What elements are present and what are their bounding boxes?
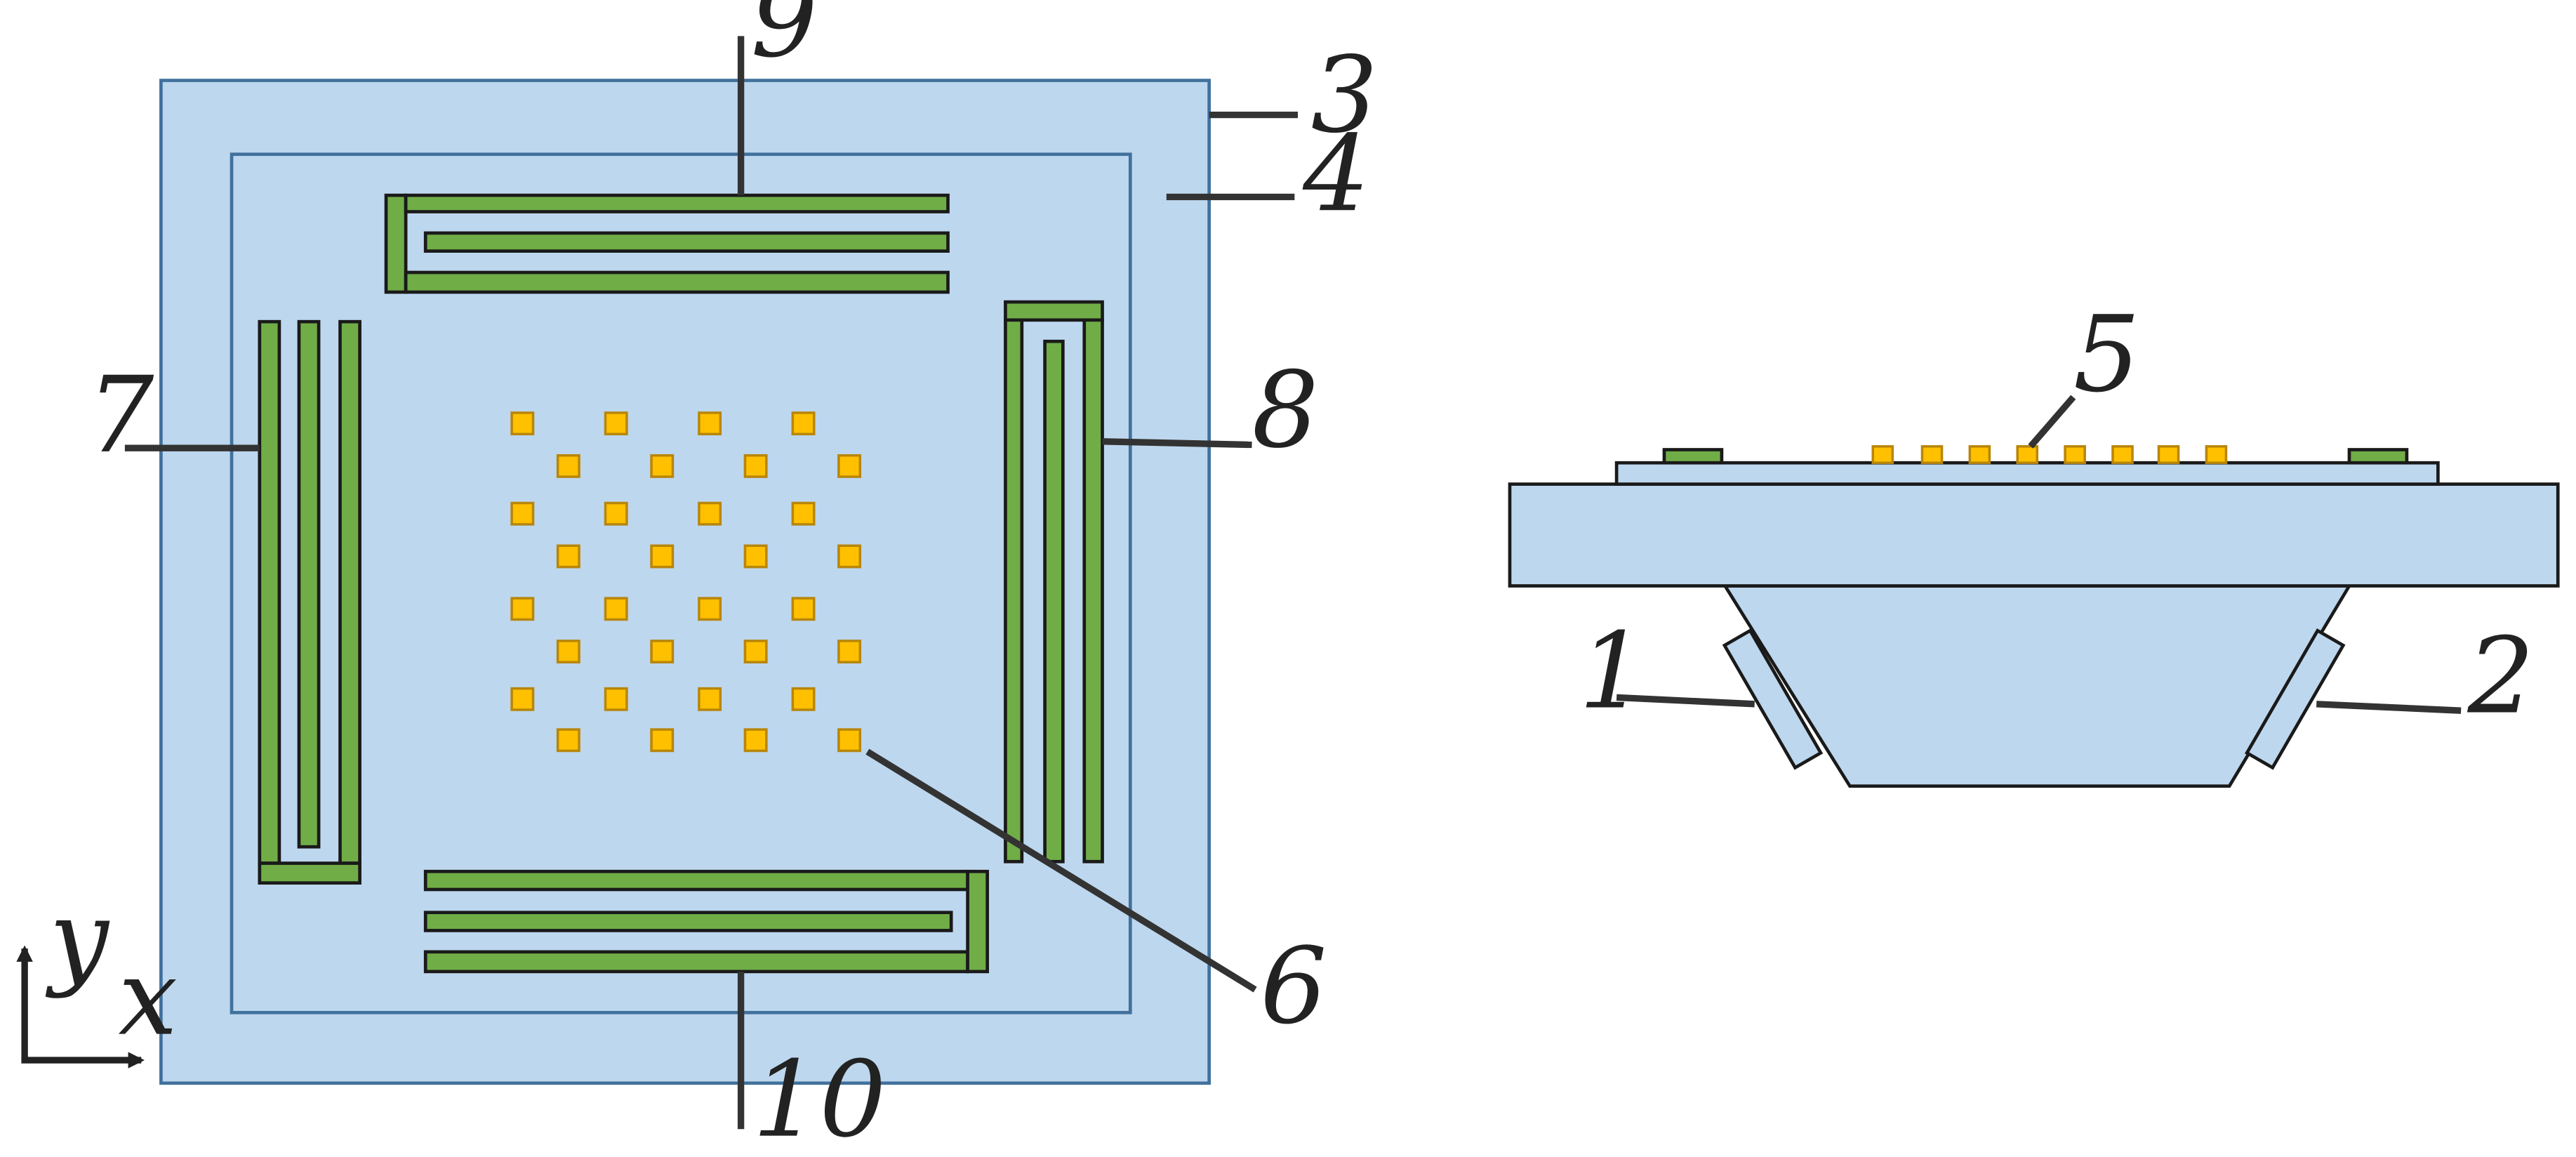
pad-3 bbox=[698, 411, 722, 436]
label-5: 5 bbox=[2073, 293, 2140, 416]
substrate-slab bbox=[1508, 482, 2560, 588]
pad-15 bbox=[698, 687, 722, 711]
label-1: 1 bbox=[1579, 611, 1645, 733]
pad-21 bbox=[556, 544, 580, 569]
electrode-9 bbox=[384, 193, 950, 294]
leader-5 bbox=[2028, 395, 2076, 449]
side-pad-7 bbox=[2157, 445, 2180, 464]
pad-31 bbox=[743, 728, 768, 753]
pad-1 bbox=[510, 411, 535, 436]
transducer-1 bbox=[1722, 628, 1824, 770]
leader-6 bbox=[865, 748, 1257, 993]
side-pad-5 bbox=[2064, 445, 2086, 464]
side-pad-row bbox=[1871, 445, 2228, 464]
pad-16 bbox=[791, 687, 816, 711]
side-pad-4 bbox=[2016, 445, 2039, 464]
transducer-2 bbox=[2245, 628, 2346, 770]
pad-32 bbox=[837, 728, 862, 753]
pad-13 bbox=[510, 687, 535, 711]
pad-25 bbox=[556, 640, 580, 663]
pad-19 bbox=[743, 454, 768, 478]
side-electrode-right bbox=[2347, 448, 2409, 465]
electrode-8 bbox=[1004, 300, 1104, 864]
axis-y-label: y bbox=[45, 878, 110, 1000]
side-pad-2 bbox=[1920, 445, 1944, 464]
pad-29 bbox=[556, 728, 580, 753]
pad-8 bbox=[791, 501, 816, 526]
label-7: 7 bbox=[87, 355, 154, 477]
pad-17 bbox=[556, 454, 580, 478]
label-6: 6 bbox=[1260, 925, 1327, 1047]
leader-1 bbox=[1616, 694, 1755, 708]
label-10: 10 bbox=[752, 1039, 887, 1157]
pad-23 bbox=[743, 544, 768, 569]
label-8: 8 bbox=[1252, 350, 1319, 472]
label-9: 9 bbox=[751, 0, 818, 81]
axis-x-label: x bbox=[119, 937, 178, 1059]
pad-22 bbox=[650, 544, 675, 569]
pad-9 bbox=[510, 597, 535, 621]
label-3: 3 bbox=[1311, 34, 1378, 157]
leader-8 bbox=[1102, 438, 1252, 449]
thin-layer bbox=[1614, 461, 2440, 486]
pad-10 bbox=[604, 597, 628, 621]
side-pad-6 bbox=[2111, 445, 2134, 464]
pad-26 bbox=[650, 640, 675, 663]
pad-5 bbox=[510, 501, 535, 526]
pad-4 bbox=[791, 411, 816, 436]
pad-12 bbox=[791, 597, 816, 621]
pad-24 bbox=[837, 544, 862, 569]
pad-6 bbox=[604, 501, 628, 526]
pad-18 bbox=[650, 454, 675, 478]
pad-27 bbox=[743, 640, 768, 663]
pad-array-6 bbox=[510, 411, 862, 753]
pad-7 bbox=[698, 501, 722, 526]
side-pad-1 bbox=[1871, 445, 1894, 464]
electrode-10 bbox=[423, 869, 990, 974]
side-electrode-left bbox=[1662, 448, 1724, 465]
pad-11 bbox=[698, 597, 722, 621]
label-2: 2 bbox=[2467, 616, 2535, 738]
side-pad-8 bbox=[2205, 445, 2228, 464]
pad-30 bbox=[650, 728, 675, 753]
leader-2 bbox=[2316, 701, 2462, 714]
inner-layer bbox=[230, 152, 1132, 1014]
electrode-7 bbox=[258, 319, 361, 885]
pad-2 bbox=[604, 411, 628, 436]
pad-14 bbox=[604, 687, 628, 711]
axis-indicator: y x bbox=[16, 878, 178, 1069]
side-view: 1 2 5 bbox=[1508, 293, 2560, 788]
side-pad-3 bbox=[1968, 445, 1991, 464]
pad-20 bbox=[837, 454, 862, 478]
label-4: 4 bbox=[1302, 113, 1369, 235]
pad-28 bbox=[837, 640, 862, 663]
top-view: 3 4 9 7 8 6 10 y x bbox=[16, 0, 1378, 1157]
